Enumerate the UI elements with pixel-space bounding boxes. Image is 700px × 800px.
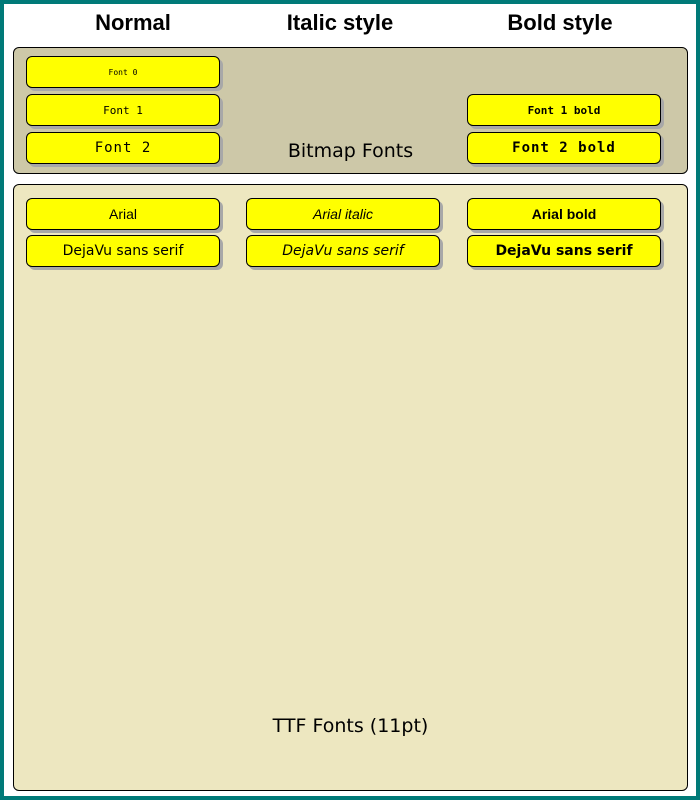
- header-bold: Bold style: [507, 10, 613, 35]
- font-1-bold-button[interactable]: Font 1 bold: [467, 94, 661, 126]
- ttf-fonts-panel: Arial DejaVu sans serif Arial italic Dej…: [13, 184, 688, 791]
- bitmap-fonts-label: Bitmap Fonts: [287, 140, 414, 162]
- dejavu-italic-button[interactable]: DejaVu sans serif: [246, 235, 440, 267]
- font-1-button[interactable]: Font 1: [26, 94, 220, 126]
- bitmap-fonts-panel: Font 0 Font 1 Font 2 Font 1 bold Font 2 …: [13, 47, 688, 174]
- dejavu-button[interactable]: DejaVu sans serif: [26, 235, 220, 267]
- dejavu-bold-button[interactable]: DejaVu sans serif: [467, 235, 661, 267]
- font-0-button[interactable]: Font 0: [26, 56, 220, 88]
- ttf-fonts-label: TTF Fonts (11pt): [272, 715, 429, 737]
- arial-bold-button[interactable]: Arial bold: [467, 198, 661, 230]
- arial-button[interactable]: Arial: [26, 198, 220, 230]
- header-normal: Normal: [95, 10, 171, 35]
- header-italic: Italic style: [286, 10, 394, 35]
- font-2-button[interactable]: Font 2: [26, 132, 220, 164]
- font-2-bold-button[interactable]: Font 2 bold: [467, 132, 661, 164]
- arial-italic-button[interactable]: Arial italic: [246, 198, 440, 230]
